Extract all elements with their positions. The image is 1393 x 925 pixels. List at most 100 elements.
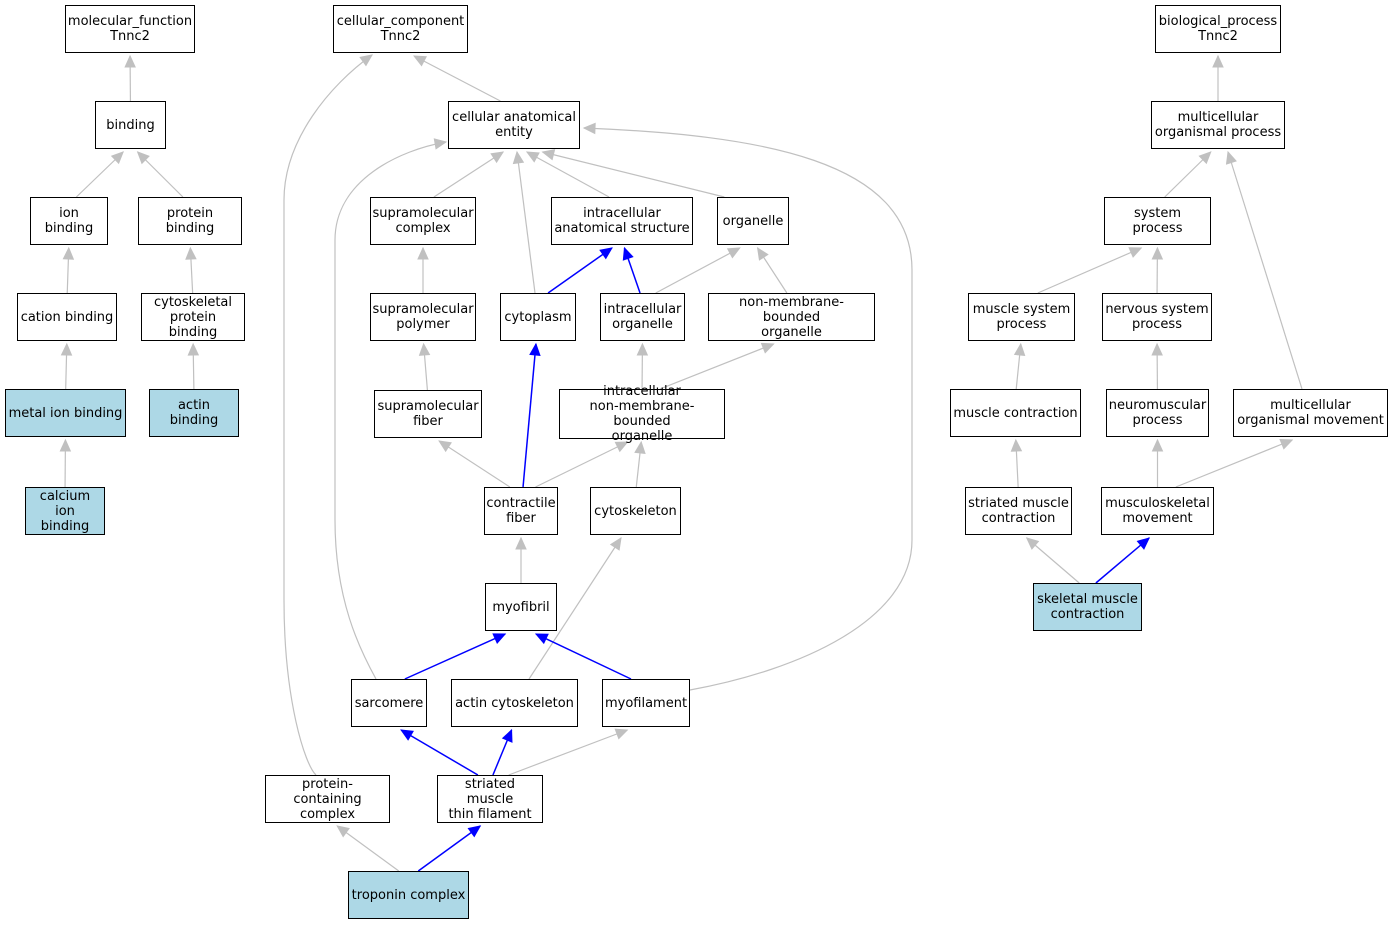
- node-skeletal-muscle-contraction[interactable]: skeletal muscle contraction: [1033, 583, 1142, 631]
- edge-intra_anat-to-cae: [525, 151, 610, 198]
- edge-cytoplasm-to-intra_anat: [547, 247, 613, 294]
- edge-arrowhead: [501, 728, 513, 743]
- edge-arrowhead: [760, 342, 775, 354]
- edge-arrowhead: [60, 342, 73, 356]
- edge-arrowhead: [438, 440, 452, 453]
- node-system-process[interactable]: system process: [1104, 197, 1211, 245]
- edge-contractile_fiber-to-intra_nmb_organelle: [535, 441, 629, 488]
- edge-arrowhead: [492, 633, 507, 644]
- node-cytoskeletal-protein-binding[interactable]: cytoskeletal protein binding: [141, 293, 245, 341]
- edge-multi_movement-to-multi_process: [1225, 150, 1303, 390]
- node-intracellular-organelle[interactable]: intracellular organelle: [600, 293, 685, 341]
- edge-arrowhead: [599, 247, 613, 260]
- edge-arrowhead: [1010, 438, 1023, 452]
- edge-layer: [59, 54, 1303, 872]
- edge-nmb_organelle-to-organelle: [756, 246, 788, 294]
- edge-protein_complex-to-cc_root: [283, 54, 373, 776]
- edge-contractile_fiber-to-supramol_fiber: [438, 440, 511, 488]
- edge-arrowhead: [534, 633, 549, 645]
- edge-ion_binding-to-binding: [75, 151, 124, 198]
- edge-contractile_fiber-to-cytoplasm: [522, 342, 541, 488]
- edge-arrowhead: [124, 54, 136, 68]
- edge-metal_ion_binding-to-cation_binding: [60, 342, 73, 390]
- node-myofilament[interactable]: myofilament: [602, 679, 690, 727]
- edge-arrowhead: [726, 247, 741, 259]
- node-striated-muscle-thin-filament[interactable]: striated muscle thin filament: [437, 775, 543, 823]
- edge-striated_contraction-to-muscle_contraction: [1010, 438, 1023, 488]
- node-supramolecular-fiber[interactable]: supramolecular fiber: [374, 390, 482, 438]
- node-muscle-system-process[interactable]: muscle system process: [968, 293, 1075, 341]
- node-striated-muscle-contraction[interactable]: striated muscle contraction: [965, 487, 1072, 535]
- edge-arrowhead: [1128, 247, 1143, 258]
- edge-arrowhead: [185, 246, 197, 260]
- edge-arrowhead: [1279, 438, 1294, 450]
- edge-musculoskeletal-to-neuromuscular: [1151, 438, 1164, 487]
- node-cellular-component-root[interactable]: cellular_component Tnnc2: [333, 5, 468, 53]
- node-nervous-system-process[interactable]: nervous system process: [1102, 293, 1212, 341]
- edge-arrowhead: [418, 342, 431, 356]
- edge-arrowhead: [1151, 438, 1164, 452]
- node-cytoplasm[interactable]: cytoplasm: [500, 293, 576, 341]
- node-cation-binding[interactable]: cation binding: [17, 293, 117, 341]
- node-intracellular-non-membrane-bounded-organelle[interactable]: intracellular non-membrane-bounded organ…: [559, 384, 725, 444]
- node-sarcomere[interactable]: sarcomere: [351, 679, 427, 727]
- node-supramolecular-complex[interactable]: supramolecular complex: [370, 197, 476, 245]
- edge-arrowhead: [609, 536, 622, 551]
- edge-intra_nmb_organelle-to-nmb_organelle: [659, 342, 775, 390]
- edge-arrowhead: [636, 342, 649, 356]
- edge-thin_filament-to-sarcomere: [400, 729, 479, 776]
- node-molecular-function-root[interactable]: molecular_function Tnnc2: [65, 5, 195, 53]
- node-multicellular-organismal-movement[interactable]: multicellular organismal movement: [1233, 389, 1388, 437]
- node-cytoskeleton[interactable]: cytoskeleton: [590, 487, 681, 535]
- edge-arrowhead: [614, 728, 629, 740]
- node-actin-cytoskeleton[interactable]: actin cytoskeleton: [451, 679, 578, 727]
- node-metal-ion-binding[interactable]: metal ion binding: [5, 389, 126, 437]
- node-non-membrane-bounded-organelle[interactable]: non-membrane-bounded organelle: [708, 293, 875, 341]
- edge-intra_organelle-to-organelle: [655, 247, 741, 294]
- edge-supramol_complex-to-cae: [433, 151, 505, 198]
- edge-calcium_ion_binding-to-metal_ion_binding: [59, 438, 72, 488]
- node-cellular-anatomical-entity[interactable]: cellular anatomical entity: [448, 101, 580, 149]
- edge-arrowhead: [1151, 342, 1163, 356]
- node-protein-containing-complex[interactable]: protein-containing complex: [265, 775, 390, 823]
- edge-organelle-to-cae: [541, 149, 725, 198]
- node-binding[interactable]: binding: [95, 101, 166, 149]
- edge-arrowhead: [1151, 246, 1164, 260]
- node-contractile-fiber[interactable]: contractile fiber: [484, 487, 558, 535]
- node-calcium-ion-binding[interactable]: calcium ion binding: [25, 487, 105, 535]
- node-troponin-complex[interactable]: troponin complex: [348, 871, 469, 919]
- edge-arrowhead: [525, 151, 540, 163]
- node-intracellular-anatomical-structure[interactable]: intracellular anatomical structure: [551, 197, 693, 245]
- edge-cytoskeleton-to-intra_nmb_organelle: [634, 440, 646, 488]
- node-biological-process-root[interactable]: biological_process Tnnc2: [1155, 5, 1281, 53]
- node-actin-binding[interactable]: actin binding: [149, 389, 239, 437]
- edge-troponin_complex-to-protein_complex: [336, 825, 400, 872]
- edge-arrowhead: [110, 151, 124, 165]
- edge-cation_binding-to-ion_binding: [62, 246, 75, 294]
- edge-arrowhead: [1013, 342, 1026, 357]
- edge-cyto_protein_binding-to-protein_binding: [185, 246, 197, 294]
- edge-arrowhead: [417, 246, 429, 260]
- edge-myofilament-to-cae: [582, 122, 913, 691]
- edge-arrowhead: [1198, 151, 1212, 165]
- node-myofibril[interactable]: myofibril: [485, 583, 557, 631]
- node-musculoskeletal-movement[interactable]: musculoskeletal movement: [1101, 487, 1214, 535]
- edge-arrowhead: [413, 55, 427, 67]
- node-neuromuscular-process[interactable]: neuromuscular process: [1106, 389, 1209, 437]
- node-ion-binding[interactable]: ion binding: [30, 197, 108, 245]
- edge-arrowhead: [614, 441, 629, 453]
- edge-actin_cytoskeleton-to-cytoskeleton: [528, 536, 622, 680]
- edge-arrowhead: [1212, 54, 1224, 68]
- edge-binding-to-mf_root: [124, 54, 136, 102]
- edge-arrowhead: [336, 825, 350, 838]
- node-multicellular-organismal-process[interactable]: multicellular organismal process: [1151, 101, 1285, 149]
- node-muscle-contraction[interactable]: muscle contraction: [950, 389, 1081, 437]
- edge-arrowhead: [1025, 537, 1040, 550]
- node-organelle[interactable]: organelle: [717, 197, 789, 245]
- node-supramolecular-polymer[interactable]: supramolecular polymer: [370, 293, 476, 341]
- edge-arrowhead: [467, 825, 482, 838]
- edge-troponin_complex-to-thin_filament: [417, 825, 482, 872]
- edge-arrowhead: [582, 122, 596, 135]
- node-protein-binding[interactable]: protein binding: [138, 197, 242, 245]
- edge-thin_filament-to-myofilament: [508, 728, 629, 776]
